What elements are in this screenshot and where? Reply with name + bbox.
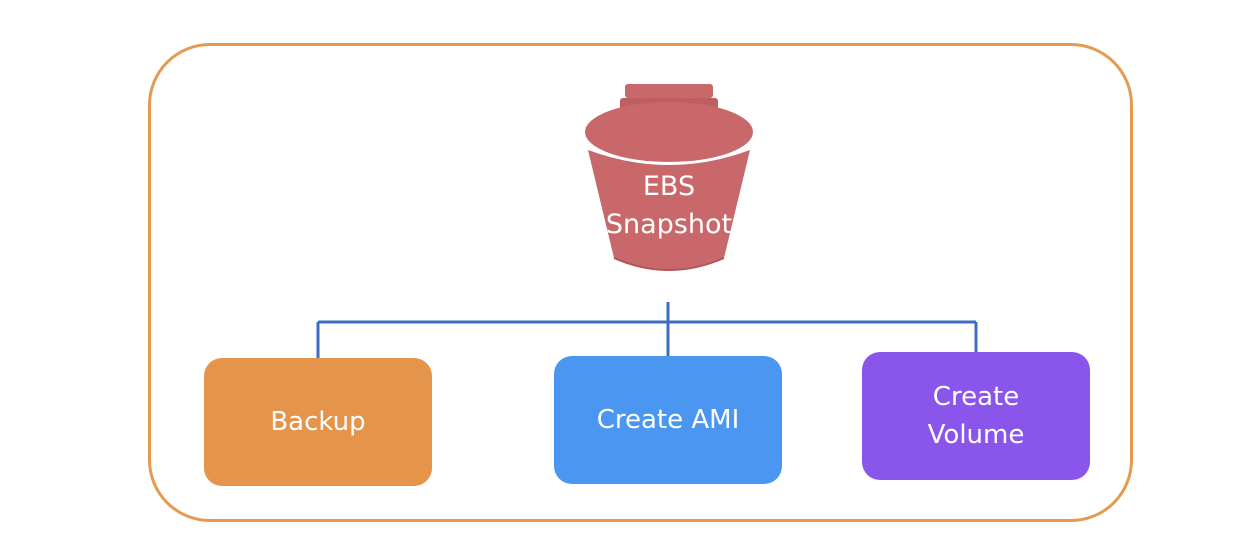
create-volume-node: Create Volume: [862, 352, 1090, 480]
bucket-label-line1: EBS: [642, 171, 696, 202]
create-volume-label-line1: Create: [932, 382, 1020, 412]
create-volume-label-line2: Volume: [927, 420, 1025, 450]
bucket-label-line2: Snapshot: [605, 209, 733, 240]
ebs-snapshot-bucket-icon: [585, 84, 753, 271]
create-ami-node: Create AMI: [554, 356, 782, 484]
create-ami-label: Create AMI: [596, 405, 740, 435]
backup-node: Backup: [204, 358, 432, 486]
backup-label: Backup: [270, 407, 366, 437]
diagram-frame: [148, 43, 1133, 522]
